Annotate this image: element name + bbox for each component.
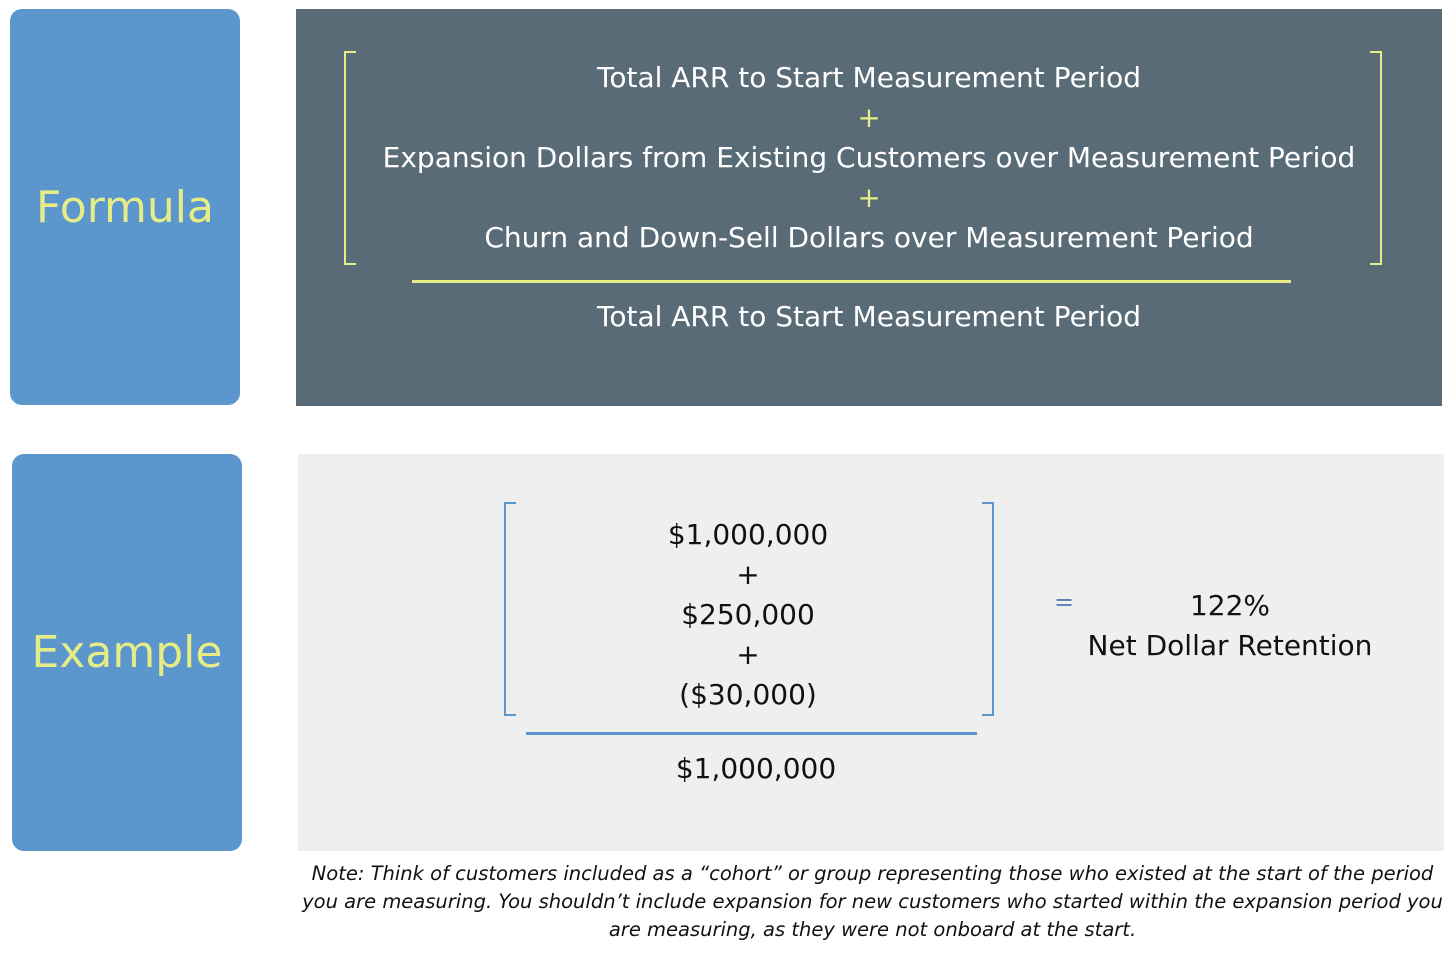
plus-sign: + <box>857 101 881 134</box>
numerator-line: Total ARR to Start Measurement Period <box>596 61 1141 94</box>
right-bracket <box>1370 51 1382 265</box>
equals-sign: = <box>1054 588 1075 616</box>
denominator: $1,000,000 <box>675 752 837 785</box>
formula-label: Formula <box>36 181 214 233</box>
numerator-line: ($30,000) <box>679 678 817 711</box>
result-label: Net Dollar Retention <box>1087 629 1373 662</box>
formula-label-box: Formula <box>10 9 240 405</box>
example-panel: $1,000,000 + $250,000 + ($30,000) $1,000… <box>298 454 1444 851</box>
left-bracket <box>504 502 516 716</box>
numerator-line: $250,000 <box>681 598 815 631</box>
fraction-bar <box>526 732 977 735</box>
numerator-line: Expansion Dollars from Existing Customer… <box>382 141 1356 174</box>
formula-panel: Total ARR to Start Measurement Period + … <box>296 9 1442 406</box>
footnote: Note: Think of customers included as a “… <box>302 862 1443 941</box>
fraction-bar <box>412 280 1291 283</box>
numerator-line: $1,000,000 <box>667 518 829 551</box>
left-bracket <box>344 51 356 265</box>
example-label: Example <box>31 627 223 678</box>
plus-sign: + <box>857 181 881 214</box>
example-label-box: Example <box>12 454 242 851</box>
plus-sign: + <box>736 638 760 671</box>
right-bracket <box>982 502 994 716</box>
denominator: Total ARR to Start Measurement Period <box>596 300 1141 333</box>
plus-sign: + <box>736 558 760 591</box>
result-value: 122% <box>1189 589 1271 622</box>
numerator-line: Churn and Down-Sell Dollars over Measure… <box>484 221 1254 254</box>
